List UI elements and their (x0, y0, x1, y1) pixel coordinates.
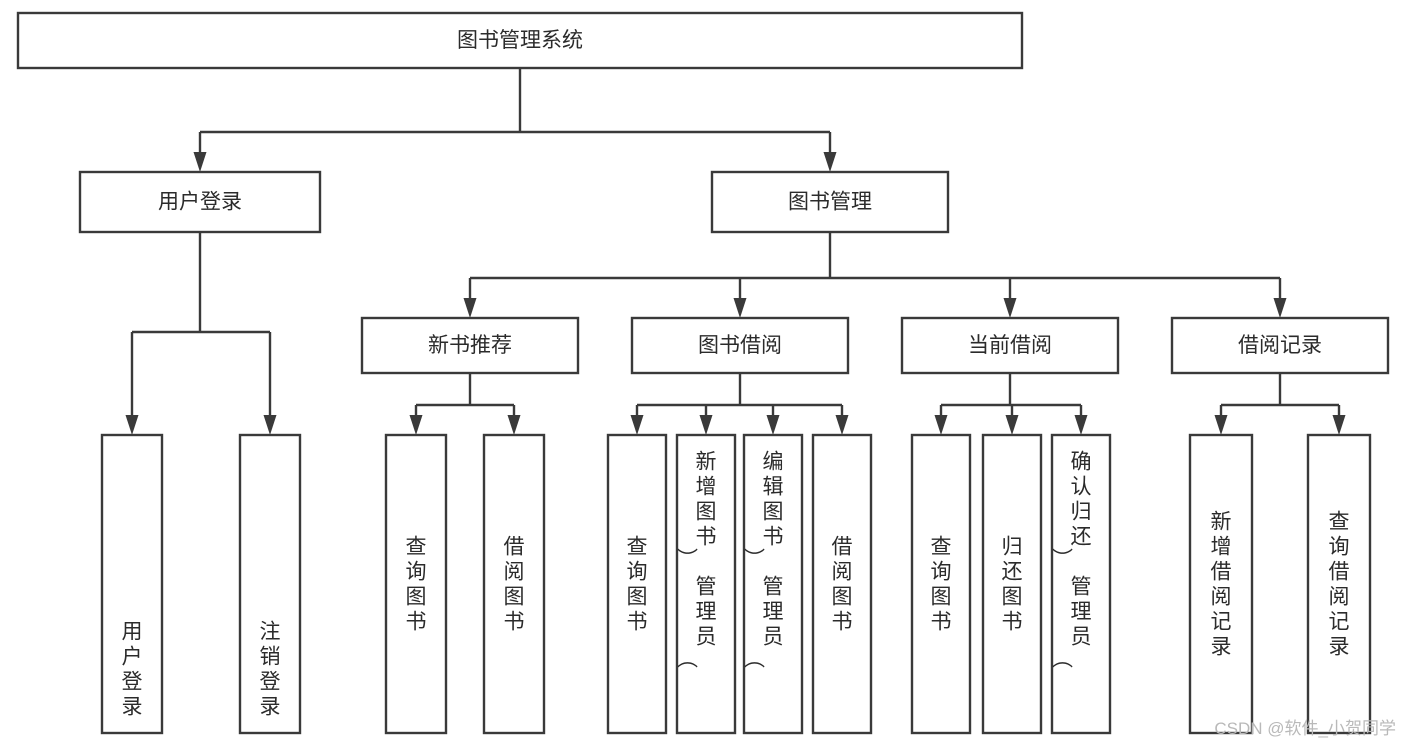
node-label: 查询图书 (931, 536, 952, 634)
node-leaf-confirm-return-admin[interactable]: 确认归还（管理员） (1050, 433, 1112, 735)
arrow-head-icon (463, 298, 477, 318)
node-label: 借阅记录 (1238, 334, 1322, 357)
node-box (384, 433, 448, 735)
node-label: 图书借阅 (698, 334, 782, 357)
node-label: 注销登录 (260, 621, 281, 719)
node-box (710, 170, 950, 234)
node-label: 用户登录 (122, 621, 143, 719)
node-leaf-borrow-book[interactable]: 借阅图书 (811, 433, 873, 735)
node-box (900, 316, 1120, 375)
arrow-head-icon (1214, 415, 1228, 435)
node-label: 查询图书 (627, 536, 648, 634)
arrow-head-icon (699, 415, 713, 435)
arrow-head-icon (630, 415, 644, 435)
node-user-login[interactable]: 用户登录 (78, 170, 322, 234)
node-leaf-borrow-book-recommend[interactable]: 借阅图书 (482, 433, 546, 735)
node-box (78, 170, 322, 234)
node-leaf-query-book-recommend[interactable]: 查询图书 (384, 433, 448, 735)
node-label: 查询图书 (406, 536, 427, 634)
node-box (100, 433, 164, 735)
node-label: 确认归还（管理员） (1053, 451, 1092, 669)
node-box (16, 11, 1024, 70)
node-book-management[interactable]: 图书管理 (710, 170, 950, 234)
node-box (811, 433, 873, 735)
node-leaf-user-login[interactable]: 用户登录 (100, 433, 164, 735)
arrow-head-icon (409, 415, 423, 435)
node-box (910, 433, 972, 735)
node-leaf-edit-book-admin[interactable]: 编辑图书（管理员） (742, 433, 804, 735)
arrow-head-icon (1074, 415, 1088, 435)
node-label: 借阅图书 (832, 536, 853, 634)
node-label: 新增图书（管理员） (678, 451, 717, 669)
arrow-head-icon (1273, 298, 1287, 318)
node-label: 查询借阅记录 (1329, 511, 1350, 659)
node-label: 新增借阅记录 (1211, 511, 1232, 659)
node-label: 归还图书 (1002, 536, 1023, 634)
arrow-head-icon (263, 415, 277, 435)
arrow-head-icon (125, 415, 139, 435)
node-box (606, 433, 668, 735)
node-leaf-add-borrow-record[interactable]: 新增借阅记录 (1188, 433, 1254, 735)
node-label: 新书推荐 (428, 334, 512, 357)
node-leaf-query-book-borrow[interactable]: 查询图书 (606, 433, 668, 735)
node-box (1188, 433, 1254, 735)
node-book-borrow[interactable]: 图书借阅 (630, 316, 850, 375)
node-box (981, 433, 1043, 735)
node-leaf-add-book-admin[interactable]: 新增图书（管理员） (675, 433, 737, 735)
node-leaf-logout-login[interactable]: 注销登录 (238, 433, 302, 735)
node-label: 用户登录 (158, 191, 242, 214)
node-label: 借阅图书 (504, 536, 525, 634)
node-leaf-query-borrow-record[interactable]: 查询借阅记录 (1306, 433, 1372, 735)
node-current-borrow[interactable]: 当前借阅 (900, 316, 1120, 375)
arrow-head-icon (193, 152, 207, 172)
node-new-book-recommend[interactable]: 新书推荐 (360, 316, 580, 375)
node-label: 编辑图书（管理员） (745, 451, 784, 669)
csdn-watermark: CSDN @软件_小贺同学 (1214, 719, 1396, 738)
node-label: 图书管理 (788, 191, 872, 214)
node-box (238, 433, 302, 735)
node-box (1306, 433, 1372, 735)
node-box (482, 433, 546, 735)
arrow-head-icon (733, 298, 747, 318)
node-box (675, 433, 737, 735)
arrow-head-icon (823, 152, 837, 172)
node-layer: 图书管理系统用户登录图书管理新书推荐图书借阅当前借阅借阅记录用户登录注销登录查询… (16, 11, 1390, 735)
arrow-head-icon (766, 415, 780, 435)
arrow-head-icon (934, 415, 948, 435)
node-borrow-record[interactable]: 借阅记录 (1170, 316, 1390, 375)
node-leaf-query-book-current[interactable]: 查询图书 (910, 433, 972, 735)
arrow-head-icon (507, 415, 521, 435)
arrow-head-icon (1003, 298, 1017, 318)
node-box (630, 316, 850, 375)
node-label: 图书管理系统 (457, 29, 583, 52)
node-box (1170, 316, 1390, 375)
node-box (742, 433, 804, 735)
node-label: 当前借阅 (968, 334, 1052, 357)
arrow-head-icon (1005, 415, 1019, 435)
node-box (1050, 433, 1112, 735)
node-root[interactable]: 图书管理系统 (16, 11, 1024, 70)
arrow-head-icon (1332, 415, 1346, 435)
node-box (360, 316, 580, 375)
arrow-head-icon (835, 415, 849, 435)
connector-layer (125, 68, 1346, 435)
node-leaf-return-book[interactable]: 归还图书 (981, 433, 1043, 735)
